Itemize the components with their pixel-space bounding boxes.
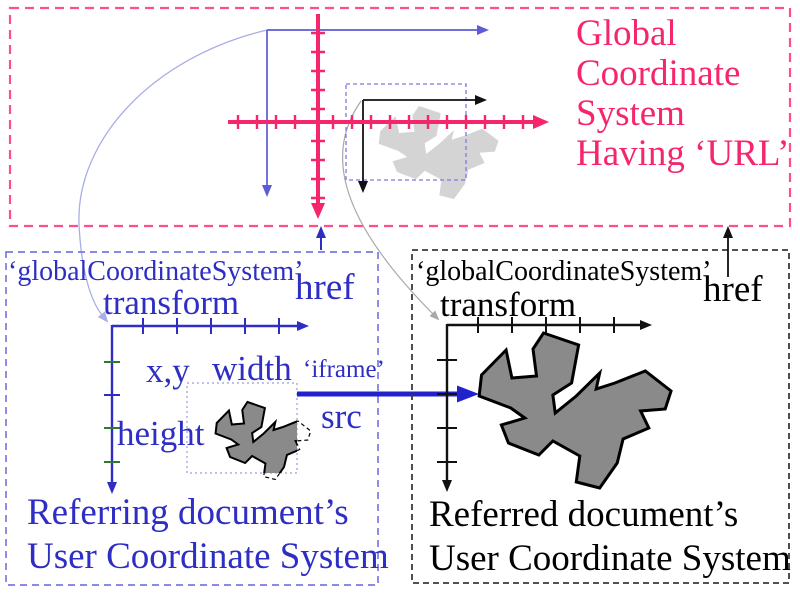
referring-xy-label: x,y (146, 351, 190, 390)
referred-box-border (411, 249, 790, 584)
referring-width-label: width (212, 349, 292, 388)
referred-globalcoordinatesystem-label: ‘globalCoordinateSystem’ (416, 256, 712, 287)
global-title-line1: Global (576, 13, 677, 54)
referring-iframe-label: ‘iframe’ (303, 356, 385, 383)
referring-href-label: href (295, 267, 355, 308)
referring-height-label: height (117, 414, 205, 453)
referring-caption-line1: Referring document’s (27, 492, 349, 533)
referring-axis-x-ticks (142, 318, 280, 334)
global-title-line4: Having ‘URL’ (576, 133, 789, 174)
global-viewport-rect (345, 83, 467, 181)
referred-axis-y-ticks (437, 359, 457, 463)
referring-transform-label: transform (103, 283, 239, 322)
referring-globalcoordinatesystem-label: ‘globalCoordinateSystem’ (8, 256, 304, 287)
referred-shape (477, 331, 673, 490)
global-title-line2: Coordinate (576, 53, 740, 94)
referred-shape-global-ghost (378, 106, 499, 199)
referred-transform-label: transform (440, 285, 576, 324)
referring-caption-line2: User Coordinate System (27, 536, 389, 577)
referring-box-border (5, 251, 379, 586)
referred-caption-line1: Referred document’s (429, 494, 738, 535)
global-pink-axis-y-ticks (311, 31, 325, 200)
global-title-line3: System (576, 93, 685, 134)
referring-src-label: src (321, 397, 362, 436)
leader-curve-referring (78, 29, 268, 323)
referred-axis-x-ticks (477, 317, 615, 333)
global-pink-axis-x-ticks (236, 115, 525, 129)
referred-caption-line2: User Coordinate System (429, 538, 791, 579)
iframe-viewport-rect (186, 382, 298, 474)
leader-curve-referred (341, 100, 440, 321)
referred-href-label: href (703, 269, 763, 310)
referring-axis-y-ticks-green (104, 361, 120, 463)
global-box-border (8, 6, 792, 228)
